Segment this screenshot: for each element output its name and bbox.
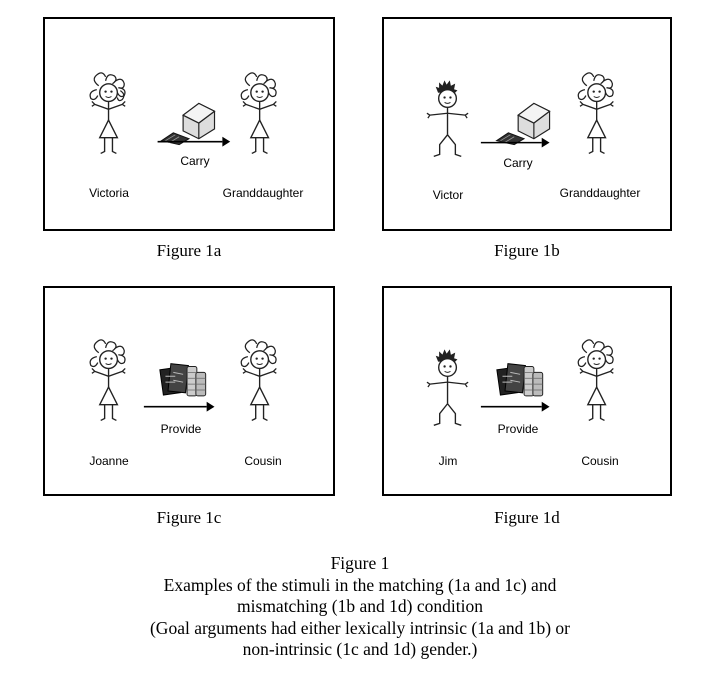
- box-on-cart-icon: [160, 102, 216, 146]
- agent-name: Jim: [438, 454, 458, 468]
- arrow-head-icon: [206, 401, 215, 412]
- figure-1b-drawing: [426, 72, 614, 158]
- girl-icon: [577, 72, 614, 155]
- agent-name: Joanne: [89, 454, 129, 468]
- money-icon: [159, 363, 207, 397]
- figure-1c-panel: Provide Joanne Cousin: [43, 286, 335, 496]
- caption-line: mismatching (1b and 1d) condition: [237, 596, 483, 616]
- boy-icon: [426, 80, 469, 158]
- girl-icon: [240, 72, 277, 155]
- figure-1b-panel: Carry Victor Granddaughter: [382, 17, 672, 231]
- figure-1d-drawing: [426, 339, 614, 426]
- figure-1b-label: Figure 1b: [494, 241, 560, 260]
- money-icon: [496, 363, 544, 397]
- agent-name: Victor: [432, 188, 464, 202]
- figure-caption: Figure 1 Examples of the stimuli in the …: [60, 553, 660, 661]
- box-on-cart-icon: [495, 102, 551, 146]
- caption-line: (Goal arguments had either lexically int…: [149, 617, 571, 638]
- figure-1a-panel: Carry Victoria Granddaughter: [43, 17, 335, 231]
- figure-1d-panel: Provide Jim Cousin: [382, 286, 672, 496]
- caption-title: Figure 1: [330, 553, 390, 573]
- goal-name: Cousin: [581, 454, 619, 468]
- agent-name: Victoria: [89, 186, 129, 200]
- arrow-head-icon: [541, 137, 550, 148]
- boy-icon: [426, 349, 469, 426]
- goal-name: Granddaughter: [222, 186, 304, 200]
- girl-icon: [89, 339, 126, 422]
- figure-1a-label: Figure 1a: [156, 241, 222, 260]
- verb-label: Carry: [180, 154, 210, 168]
- verb-label: Provide: [160, 422, 202, 436]
- goal-name: Cousin: [244, 454, 282, 468]
- verb-label: Provide: [497, 422, 539, 436]
- goal-name: Granddaughter: [559, 186, 641, 200]
- caption-line: Examples of the stimuli in the matching …: [163, 574, 557, 595]
- figure-1d-label: Figure 1d: [494, 508, 560, 527]
- figure-1c-label: Figure 1c: [156, 508, 222, 527]
- girl-icon: [240, 339, 277, 422]
- girl-icon: [577, 339, 614, 422]
- figure-1c-drawing: [89, 339, 277, 422]
- verb-label: Carry: [503, 156, 533, 170]
- arrow-head-icon: [222, 136, 231, 147]
- arrow-head-icon: [541, 401, 550, 412]
- caption-line: non-intrinsic (1c and 1d) gender.): [242, 639, 478, 659]
- girl-icon: [89, 72, 126, 155]
- figure-1a-drawing: [89, 72, 277, 155]
